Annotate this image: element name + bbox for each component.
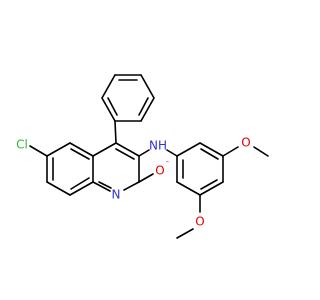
phenyl-ring bbox=[101, 74, 155, 122]
methoxy-top-oxygen-atom-label: O bbox=[241, 136, 250, 150]
negative-charge-label: - bbox=[166, 157, 169, 166]
methoxy-bottom-oxygen-atom-label: O bbox=[195, 215, 204, 229]
chlorine-atom-label: Cl bbox=[16, 138, 28, 152]
bond-o-methyl-bottom bbox=[176, 228, 194, 239]
bond-c6-cl bbox=[29, 145, 48, 157]
pyridine-ring bbox=[92, 142, 140, 192]
structure-canvas: Cl N NH O - O O bbox=[16, 74, 269, 239]
molecule-drawing: Cl N NH O - O O bbox=[16, 74, 269, 239]
bond-c3-nh bbox=[138, 149, 150, 157]
bond-ring-o-top bbox=[222, 146, 239, 157]
oxide-oxygen-atom-label: O bbox=[155, 164, 164, 178]
amine-nh-atom-label: NH bbox=[149, 139, 167, 153]
ring-nitrogen-atom-label: N bbox=[112, 188, 121, 202]
bond-nh-aryl bbox=[166, 149, 178, 157]
dimethoxyphenyl-ring bbox=[176, 142, 224, 196]
benzo-ring bbox=[46, 142, 94, 196]
bond-c2-o bbox=[138, 173, 154, 183]
bond-c4-phenyl bbox=[114, 120, 117, 144]
bond-o-methyl-top bbox=[253, 146, 269, 157]
